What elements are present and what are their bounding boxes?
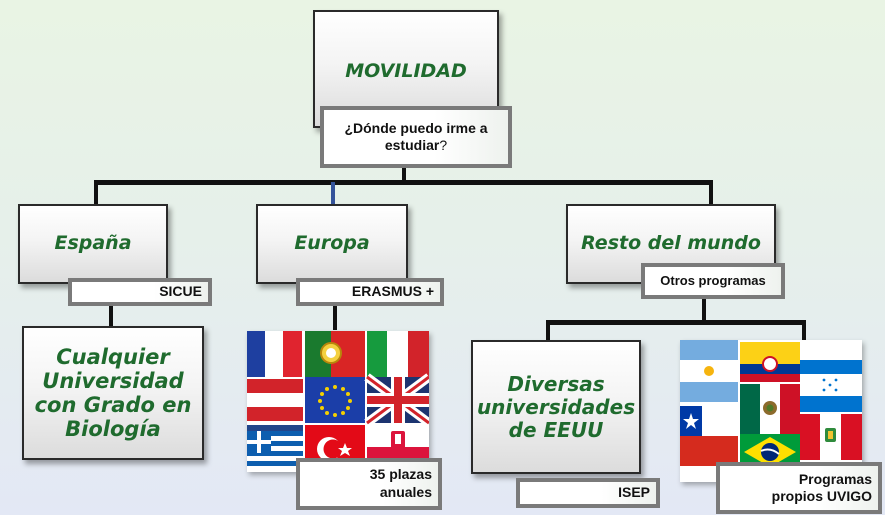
greece-flag-icon — [247, 431, 303, 472]
connector-to-uvigo — [802, 320, 806, 340]
branch-tag-label-otros: Otros programas — [660, 272, 766, 288]
branch-tag-otros: Otros programas — [641, 263, 785, 299]
uvigo-tag-label: Programas propios UVIGO — [771, 470, 872, 505]
eeuu-box: Diversas universidades de EEUU — [471, 340, 641, 474]
eeuu-text: Diversas universidades de EEUU — [476, 371, 636, 442]
branch-tag-label-sicue: SICUE — [159, 283, 202, 300]
france-flag-icon — [247, 331, 302, 377]
portugal-flag-icon — [305, 331, 365, 377]
european-union-flag-icon — [305, 377, 365, 423]
espana-detail-box: Cualquier Universidad con Grado en Biolo… — [22, 326, 204, 460]
connector-sicue-down — [109, 304, 113, 326]
root-question: ¿Dónde puedo irme a estudiar? — [344, 119, 488, 154]
austria-flag-icon — [247, 379, 303, 421]
europa-detail-text: 35 plazas anuales — [369, 466, 432, 500]
world-flags-collage — [680, 340, 862, 482]
branch-title-espana: España — [54, 232, 132, 254]
honduras-flag-icon — [800, 360, 862, 412]
europe-flags-collage — [247, 331, 429, 472]
branch-box-espana: España — [18, 204, 168, 284]
connector-to-espana — [94, 180, 98, 204]
connector-erasmus-down — [333, 304, 337, 330]
branch-tag-label-erasmus: ERASMUS + — [351, 283, 434, 300]
branch-tag-erasmus: ERASMUS + — [296, 278, 444, 306]
connector-horizontal-main — [94, 180, 712, 185]
branch-tag-sicue: SICUE — [68, 278, 212, 306]
branch-title-resto: Resto del mundo — [581, 232, 761, 254]
peru-flag-icon — [800, 414, 862, 460]
espana-detail-text: Cualquier Universidad con Grado en Biolo… — [34, 344, 192, 442]
uvigo-tag: Programas propios UVIGO — [716, 462, 882, 514]
root-title: MOVILIDAD — [345, 60, 467, 82]
mexico-flag-icon — [740, 384, 800, 434]
connector-root-down — [402, 168, 406, 182]
chile-flag-icon — [680, 406, 738, 466]
europa-detail-tag: 35 plazas anuales — [296, 458, 442, 510]
root-question-tag: ¿Dónde puedo irme a estudiar? — [320, 106, 512, 168]
connector-to-resto — [709, 180, 713, 204]
branch-title-europa: Europa — [294, 232, 370, 254]
argentina-flag-icon — [680, 340, 738, 402]
connector-otros-down — [702, 298, 706, 322]
branch-box-europa: Europa — [256, 204, 408, 284]
connector-resto-horizontal — [546, 320, 806, 325]
eeuu-tag-label-isep: ISEP — [618, 484, 650, 501]
connector-to-europa — [331, 182, 335, 204]
united-kingdom-flag-icon — [364, 373, 429, 427]
italy-flag-icon — [367, 331, 429, 377]
netherlands-flag-icon — [247, 421, 303, 431]
connector-to-eeuu — [546, 320, 550, 342]
eeuu-tag-isep: ISEP — [516, 478, 660, 508]
colombia-flag-icon — [740, 342, 800, 382]
